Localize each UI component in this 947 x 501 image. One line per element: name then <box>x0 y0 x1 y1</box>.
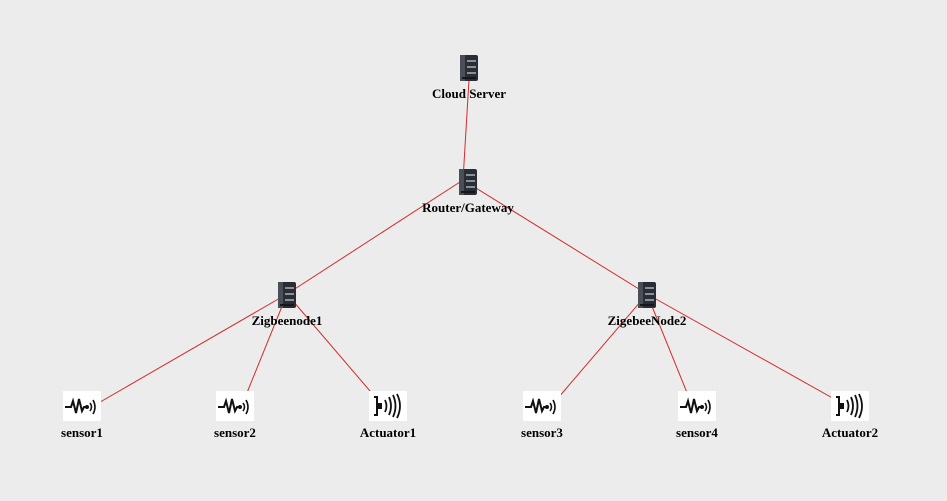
node-label: Actuator2 <box>821 425 879 440</box>
node-sensor4[interactable]: sensor4 <box>627 391 767 440</box>
node-label: Router/Gateway <box>422 200 514 215</box>
node-zigebeenode2[interactable]: ZigebeeNode2 <box>577 280 717 328</box>
link-cloud-router <box>462 79 470 181</box>
link-zb2-s4 <box>646 293 693 406</box>
node-sensor2[interactable]: sensor2 <box>165 391 305 440</box>
node-cloud-server[interactable]: Cloud Server <box>399 53 539 101</box>
node-label: Zigbeenode1 <box>251 313 323 328</box>
node-label: sensor3 <box>521 425 563 440</box>
server-icon <box>460 55 478 81</box>
link-router-zb1 <box>286 179 464 295</box>
actuator-icon <box>369 391 407 421</box>
node-label: sensor2 <box>214 425 256 440</box>
node-router-gateway[interactable]: Router/Gateway <box>398 167 538 215</box>
link-zb2-a2 <box>646 293 846 406</box>
node-label: Actuator1 <box>359 425 417 440</box>
link-zb1-a1 <box>286 293 383 406</box>
server-icon <box>278 282 296 308</box>
node-label: sensor4 <box>676 425 718 440</box>
sensor-icon <box>63 391 101 421</box>
sensor-icon <box>678 391 716 421</box>
server-icon <box>638 282 656 308</box>
node-label: sensor1 <box>61 425 103 440</box>
actuator-icon <box>831 391 869 421</box>
node-sensor1[interactable]: sensor1 <box>12 391 152 440</box>
node-actuator1[interactable]: Actuator1 <box>318 391 458 440</box>
sensor-icon <box>523 391 561 421</box>
node-label: ZigebeeNode2 <box>607 313 687 328</box>
node-zigbeenode1[interactable]: Zigbeenode1 <box>217 280 357 328</box>
sensor-icon <box>216 391 254 421</box>
node-label: Cloud Server <box>431 86 507 101</box>
node-sensor3[interactable]: sensor3 <box>472 391 612 440</box>
link-zb2-s3 <box>551 293 648 406</box>
link-zb1-s2 <box>241 293 288 406</box>
node-actuator2[interactable]: Actuator2 <box>780 391 920 440</box>
server-icon <box>459 169 477 195</box>
link-zb1-s1 <box>94 293 288 406</box>
link-router-zb2 <box>462 179 648 295</box>
